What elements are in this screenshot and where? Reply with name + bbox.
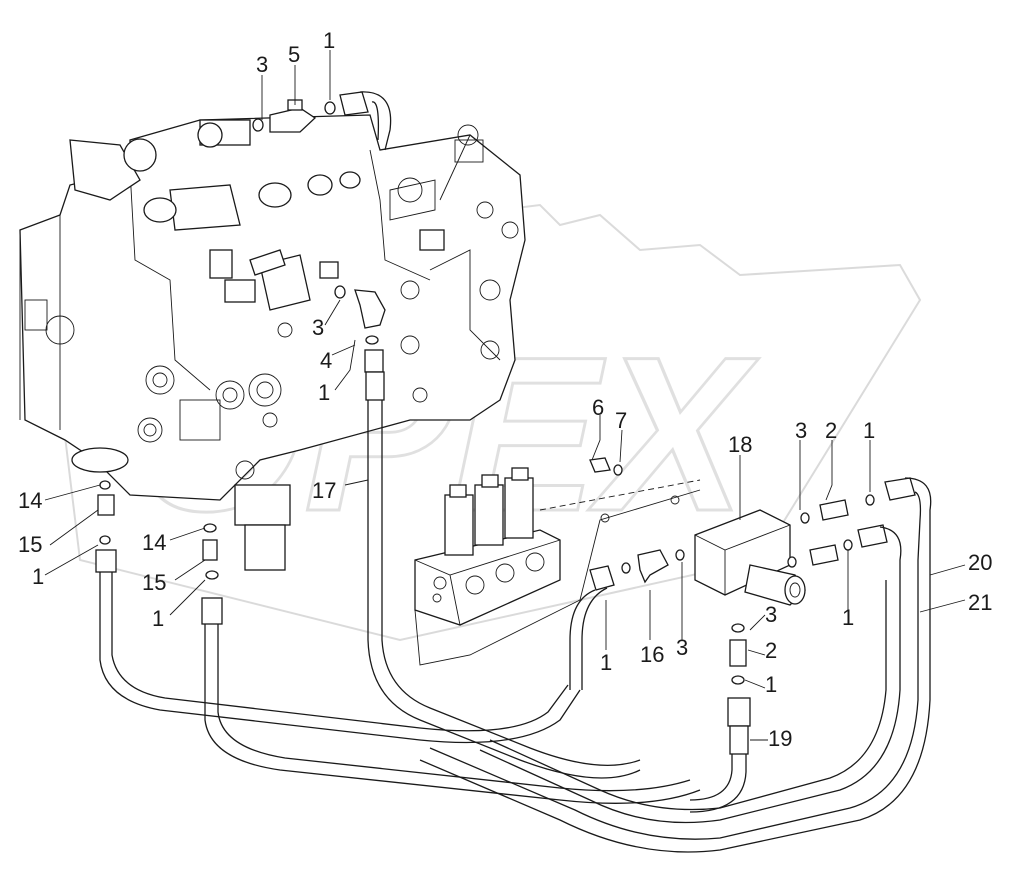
main-valve-block [19,114,526,571]
callout-3-d: 3 [676,635,688,660]
callout-1-c: 1 [863,418,875,443]
callout-1-a: 1 [323,28,335,53]
callout-14-a: 14 [18,488,42,513]
callout-1-b: 1 [318,380,330,405]
solenoid-manifold [414,467,701,666]
callout-2-b: 2 [765,638,777,663]
callout-2-a: 2 [825,418,837,443]
callout-15-b: 15 [142,570,166,595]
callout-17: 17 [312,478,336,503]
right-fittings [787,477,932,580]
callout-3-c: 3 [795,418,807,443]
fittings-19 [689,623,751,813]
callout-18: 18 [728,432,752,457]
fitting-16 [569,549,685,690]
callout-1-h: 1 [842,605,854,630]
hose-17 [365,371,641,779]
callout-16: 16 [640,642,664,667]
leader-lines [44,50,966,741]
block-18 [694,509,806,606]
callout-21: 21 [968,590,992,615]
callout-15-a: 15 [18,532,42,557]
callout-7: 7 [615,408,627,433]
callout-3-a: 3 [256,52,268,77]
callout-1-f: 1 [600,650,612,675]
callout-1-d: 1 [32,564,44,589]
callout-20: 20 [968,550,992,575]
callout-14-b: 14 [142,530,166,555]
callout-6: 6 [592,395,604,420]
callout-4: 4 [320,348,332,373]
callout-3-e: 3 [765,602,777,627]
callout-labels: 3 5 1 3 4 1 6 7 18 3 2 1 14 15 1 14 15 1… [18,28,992,751]
callout-5: 5 [288,42,300,67]
left-hoses [95,480,701,804]
callout-19: 19 [768,726,792,751]
callout-1-e: 1 [152,606,164,631]
fitting-6-7 [589,457,623,476]
mid-fittings [334,285,386,373]
callout-1-g: 1 [765,672,777,697]
callout-3-b: 3 [312,315,324,340]
